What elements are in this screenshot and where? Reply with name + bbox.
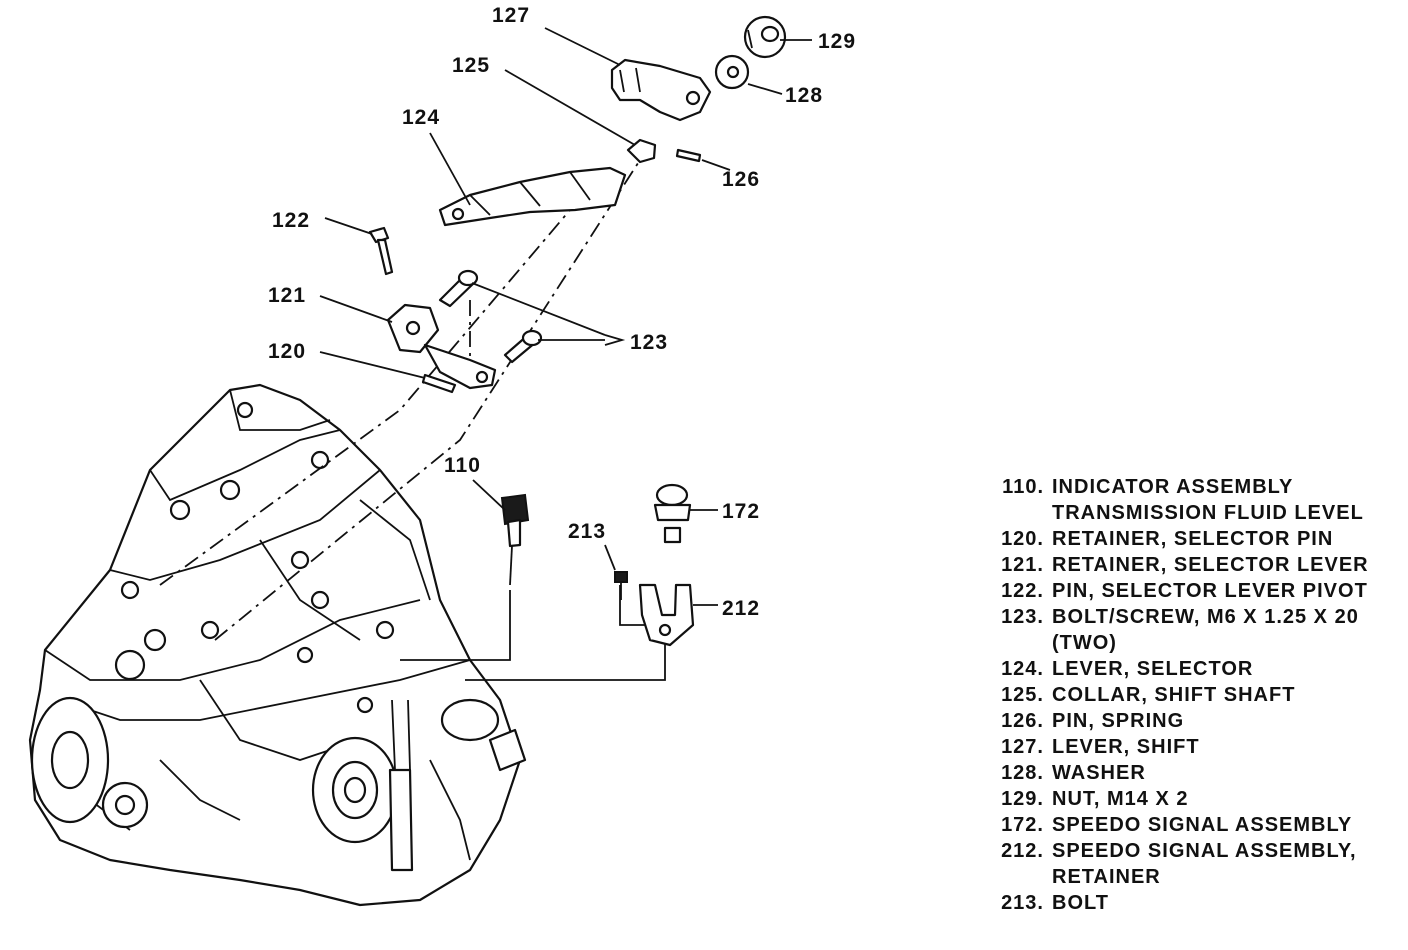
legend-description: SPEEDO SIGNAL ASSEMBLY, <box>1052 840 1357 862</box>
callouts: 127 129 125 128 124 126 122 121 123 120 … <box>268 4 856 620</box>
part-125-collar <box>626 138 657 164</box>
legend-row: 110. INDICATOR ASSEMBLY <box>976 474 1396 500</box>
legend-number <box>976 864 1044 890</box>
callout-120: 120 <box>268 340 306 363</box>
legend-description: NUT, M14 X 2 <box>1052 788 1189 810</box>
legend-row: 129. NUT, M14 X 2 <box>976 786 1396 812</box>
legend-number: 212. <box>1001 840 1044 862</box>
legend-number: 123. <box>1001 606 1044 628</box>
legend-row: 213. BOLT <box>976 890 1396 916</box>
callout-126: 126 <box>722 168 760 191</box>
part-120-retainer-pin <box>421 373 457 394</box>
legend-description: RETAINER, SELECTOR PIN <box>1052 528 1334 550</box>
legend-number <box>976 630 1044 656</box>
legend-row: 122. PIN, SELECTOR LEVER PIVOT <box>976 578 1396 604</box>
callout-124: 124 <box>402 106 440 129</box>
legend-row: TRANSMISSION FLUID LEVEL <box>976 500 1396 526</box>
legend-description: LEVER, SELECTOR <box>1052 658 1254 680</box>
legend-number <box>976 500 1044 526</box>
part-172-speedo-signal-assembly <box>653 483 692 544</box>
legend-number: 121. <box>1001 554 1044 576</box>
legend-row: 120. RETAINER, SELECTOR PIN <box>976 526 1396 552</box>
legend-row: 121. RETAINER, SELECTOR LEVER <box>976 552 1396 578</box>
callout-127: 127 <box>492 4 530 27</box>
legend-number: 172. <box>1001 814 1044 836</box>
legend-description: LEVER, SHIFT <box>1052 736 1200 758</box>
part-129-nut <box>743 15 787 59</box>
legend-number: 128. <box>1001 762 1044 784</box>
callout-123: 123 <box>630 331 668 354</box>
part-124-selector-lever <box>438 166 627 227</box>
leader-lines <box>319 27 812 606</box>
part-110-indicator-assembly <box>500 493 530 586</box>
legend-number: 129. <box>1001 788 1044 810</box>
part-123-bolts <box>438 269 543 364</box>
legend-number: 122. <box>1001 580 1044 602</box>
callout-172: 172 <box>722 500 760 523</box>
legend-number: 120. <box>1001 528 1044 550</box>
legend-description: WASHER <box>1052 762 1146 784</box>
legend-row: 128. WASHER <box>976 760 1396 786</box>
legend-row: 124. LEVER, SELECTOR <box>976 656 1396 682</box>
legend-number: 127. <box>1001 736 1044 758</box>
callout-212: 212 <box>722 597 760 620</box>
transmission-housing <box>28 383 527 907</box>
legend-description: PIN, SPRING <box>1052 710 1185 732</box>
legend-description: RETAINER, SELECTOR LEVER <box>1052 554 1369 576</box>
callout-122: 122 <box>272 209 310 232</box>
legend-description: SPEEDO SIGNAL ASSEMBLY <box>1052 814 1353 836</box>
callout-121: 121 <box>268 284 306 307</box>
legend-row: 172. SPEEDO SIGNAL ASSEMBLY <box>976 812 1396 838</box>
part-122-pivot-pin <box>368 226 394 276</box>
legend-number: 126. <box>1001 710 1044 732</box>
legend-row: (TWO) <box>976 630 1396 656</box>
legend-number: 213. <box>1001 892 1044 914</box>
part-127-shift-lever <box>610 58 712 122</box>
legend-row: 127. LEVER, SHIFT <box>976 734 1396 760</box>
legend-number: 125. <box>1001 684 1044 706</box>
part-121-retainer <box>386 303 440 354</box>
part-212-retainer <box>638 583 695 647</box>
callout-129: 129 <box>818 30 856 53</box>
legend-description: BOLT/SCREW, M6 X 1.25 X 20 <box>1052 606 1359 628</box>
parts-legend: 110. INDICATOR ASSEMBLY TRANSMISSION FLUID… <box>976 474 1396 916</box>
legend-description: BOLT <box>1052 892 1109 914</box>
callout-110: 110 <box>444 454 481 477</box>
legend-row: 125. COLLAR, SHIFT SHAFT <box>976 682 1396 708</box>
legend-row: RETAINER <box>976 864 1396 890</box>
legend-description: PIN, SELECTOR LEVER PIVOT <box>1052 580 1368 602</box>
part-128-washer <box>714 54 750 90</box>
legend-description: RETAINER <box>1052 866 1161 888</box>
legend-number: 124. <box>1001 658 1044 680</box>
legend-description: (TWO) <box>1052 632 1117 654</box>
legend-description: TRANSMISSION FLUID LEVEL <box>1052 502 1364 524</box>
callout-125: 125 <box>452 54 490 77</box>
legend-description: INDICATOR ASSEMBLY <box>1052 476 1294 498</box>
legend-row: 212. SPEEDO SIGNAL ASSEMBLY, <box>976 838 1396 864</box>
callout-213: 213 <box>568 520 606 543</box>
legend-description: COLLAR, SHIFT SHAFT <box>1052 684 1296 706</box>
legend-row: 126. PIN, SPRING <box>976 708 1396 734</box>
callout-128: 128 <box>785 84 823 107</box>
legend-row: 123. BOLT/SCREW, M6 X 1.25 X 20 <box>976 604 1396 630</box>
part-126-spring-pin <box>675 148 702 163</box>
selector-linkage <box>368 15 787 394</box>
part-213-bolt <box>614 571 628 600</box>
legend-number: 110. <box>1002 476 1044 498</box>
